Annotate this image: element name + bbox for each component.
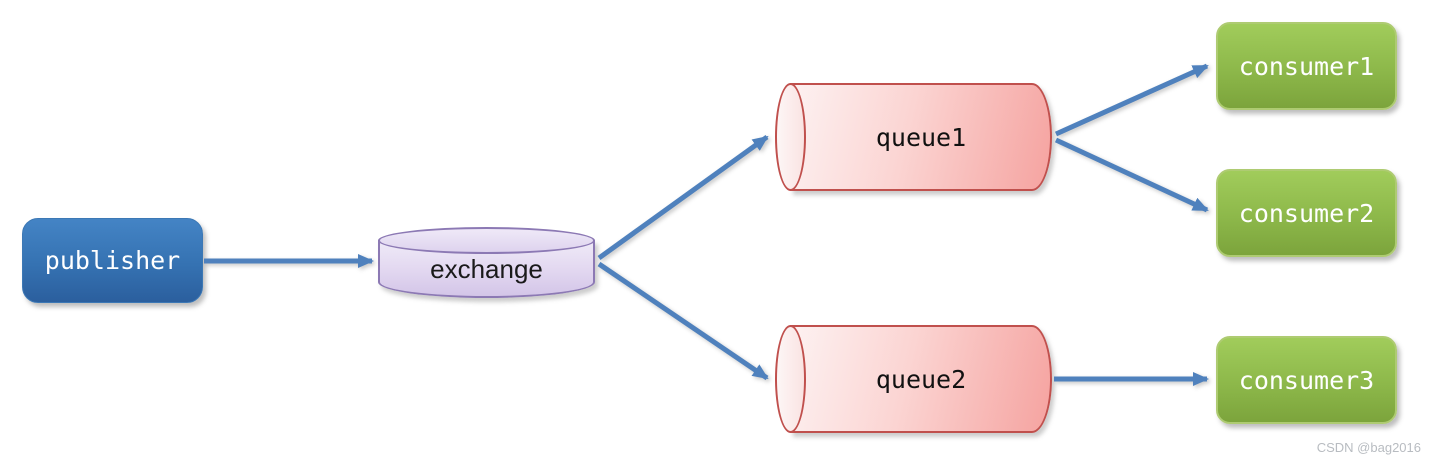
cylinder-body (790, 325, 1052, 433)
node-label-consumer3: consumer3 (1238, 365, 1375, 395)
node-label-exchange: exchange (430, 253, 543, 284)
cylinder-body (790, 83, 1052, 191)
node-exchange: exchange (378, 227, 595, 298)
node-label-queue2: queue2 (875, 364, 967, 394)
cylinder-left-ellipse (775, 83, 806, 191)
cylinder-top-ellipse (378, 227, 595, 254)
watermark: CSDN @bag2016 (1316, 440, 1421, 455)
node-consumer3: consumer3 (1216, 336, 1397, 424)
cylinder-left-ellipse (775, 325, 806, 433)
node-queue1: queue1 (775, 83, 1052, 191)
node-consumer1: consumer1 (1216, 22, 1397, 110)
node-label-consumer1: consumer1 (1238, 51, 1375, 81)
node-label-publisher: publisher (44, 246, 181, 275)
arrow-exchange-to-queue1 (597, 134, 769, 261)
arrow-queue1-to-consumer2 (1054, 137, 1209, 213)
node-label-consumer2: consumer2 (1238, 198, 1375, 228)
arrow-exchange-to-queue2 (597, 261, 769, 381)
node-label-queue1: queue1 (875, 122, 967, 152)
node-publisher: publisher (22, 218, 203, 303)
node-queue2: queue2 (775, 325, 1052, 433)
arrow-queue1-to-consumer1 (1054, 63, 1209, 137)
node-consumer2: consumer2 (1216, 169, 1397, 257)
